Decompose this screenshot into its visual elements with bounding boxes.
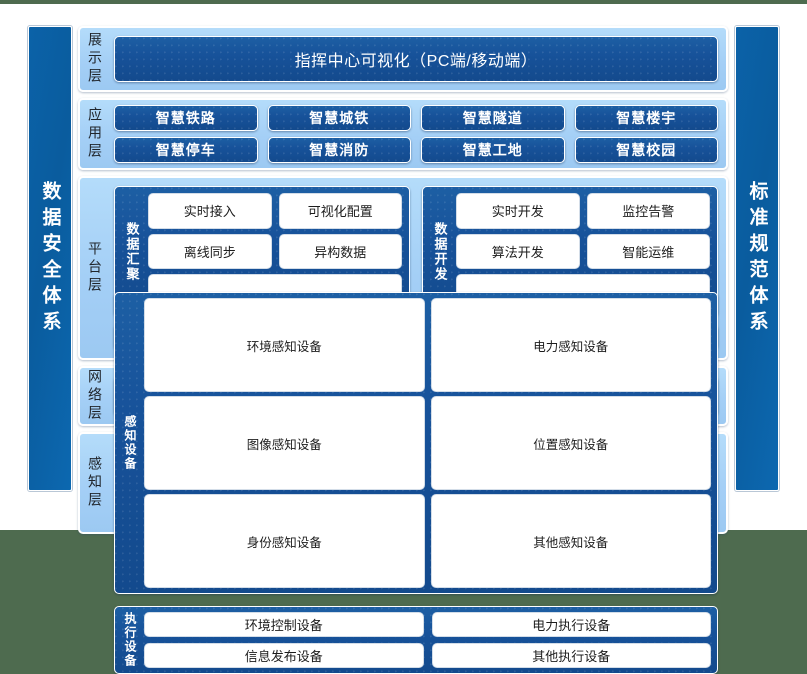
app-box-smart-metro[interactable]: 智慧城铁 <box>267 105 411 131</box>
platform-item-heterogeneous[interactable]: 异构数据 <box>278 233 402 270</box>
sensing-group-actuators-title: 执行设备 <box>123 612 137 668</box>
layer-platform-label-wrap: 平台层 <box>80 178 110 358</box>
sensing-sensors-grid: 环境感知设备 电力感知设备 图像感知设备 位置感知设备 身份感知设备 其他感知设… <box>144 298 711 588</box>
pillar-right-label: 标准规范体系 <box>746 180 768 337</box>
platform-group-aggregation-title-wrap: 数据汇聚 <box>122 193 142 310</box>
platform-group-aggregation-title: 数据汇聚 <box>124 221 140 282</box>
pillar-left-label: 数据安全体系 <box>39 180 61 337</box>
layer-sensing-label: 感知层 <box>87 456 103 510</box>
layer-application-body: 智慧铁路 智慧城铁 智慧隧道 智慧楼宇 智慧停车 智慧消防 智慧工地 智慧校园 <box>110 100 726 168</box>
pillar-standard-spec: 标准规范体系 <box>735 26 779 491</box>
platform-item-algorithm-dev[interactable]: 算法开发 <box>456 233 580 270</box>
diagram-canvas: 数据安全体系 标准规范体系 展示层 指挥中心可视化（PC端/移动端） 应用层 <box>0 4 807 674</box>
platform-item-monitor-alarm[interactable]: 监控告警 <box>586 193 710 229</box>
platform-group-development-title: 数据开发 <box>432 221 448 282</box>
layer-sensing-label-wrap: 感知层 <box>80 434 110 532</box>
layer-stack: 展示层 指挥中心可视化（PC端/移动端） 应用层 智慧铁路 智慧城铁 智慧隧道 … <box>78 26 728 674</box>
platform-item-offline-sync[interactable]: 离线同步 <box>148 233 272 270</box>
actuator-box-power[interactable]: 电力执行设备 <box>431 612 711 637</box>
layer-application-label: 应用层 <box>87 107 103 161</box>
layer-application-label-wrap: 应用层 <box>80 100 110 168</box>
sensing-group-sensors-title-wrap: 感知设备 <box>121 298 139 588</box>
sensor-box-location[interactable]: 位置感知设备 <box>430 396 711 490</box>
layer-sensing-body: 感知设备 环境感知设备 电力感知设备 图像感知设备 位置感知设备 身份感知设备 … <box>110 292 726 674</box>
layer-display-body: 指挥中心可视化（PC端/移动端） <box>110 28 726 90</box>
platform-group-development-title-wrap: 数据开发 <box>430 193 450 310</box>
actuator-box-info-publish[interactable]: 信息发布设备 <box>144 643 424 668</box>
sensing-group-sensors-title: 感知设备 <box>123 415 137 471</box>
app-box-smart-parking[interactable]: 智慧停车 <box>114 137 258 163</box>
layer-sensing: 感知层 感知设备 环境感知设备 电力感知设备 图像感知设备 位置感知设备 <box>78 292 728 674</box>
diagram-card: 数据安全体系 标准规范体系 展示层 指挥中心可视化（PC端/移动端） 应用层 <box>0 4 807 674</box>
sensing-group-actuators: 执行设备 环境控制设备 电力执行设备 信息发布设备 其他执行设备 <box>114 606 718 674</box>
platform-item-smart-ops[interactable]: 智能运维 <box>586 233 710 270</box>
app-box-smart-campus[interactable]: 智慧校园 <box>574 137 718 163</box>
sensing-group-actuators-title-wrap: 执行设备 <box>121 612 139 668</box>
platform-item-realtime-dev[interactable]: 实时开发 <box>456 193 580 229</box>
sensor-box-power[interactable]: 电力感知设备 <box>430 298 711 392</box>
sensing-group-sensors: 感知设备 环境感知设备 电力感知设备 图像感知设备 位置感知设备 身份感知设备 … <box>114 292 718 594</box>
app-box-smart-tunnel[interactable]: 智慧隧道 <box>421 105 565 131</box>
sensing-actuators-grid: 环境控制设备 电力执行设备 信息发布设备 其他执行设备 <box>144 612 711 668</box>
pillar-data-security: 数据安全体系 <box>28 26 72 491</box>
layer-network-label: 网络层 <box>87 369 103 423</box>
application-grid: 智慧铁路 智慧城铁 智慧隧道 智慧楼宇 智慧停车 智慧消防 智慧工地 智慧校园 <box>114 105 718 163</box>
sensor-box-other[interactable]: 其他感知设备 <box>430 494 711 588</box>
actuator-box-other[interactable]: 其他执行设备 <box>431 643 711 668</box>
display-command-center-box[interactable]: 指挥中心可视化（PC端/移动端） <box>114 36 718 82</box>
layer-display: 展示层 指挥中心可视化（PC端/移动端） <box>78 26 728 92</box>
actuator-box-environment-control[interactable]: 环境控制设备 <box>144 612 424 637</box>
app-box-smart-fire[interactable]: 智慧消防 <box>267 137 411 163</box>
sensor-box-environment[interactable]: 环境感知设备 <box>144 298 425 392</box>
sensor-box-identity[interactable]: 身份感知设备 <box>144 494 425 588</box>
layer-display-label: 展示层 <box>87 32 103 86</box>
layer-network-label-wrap: 网络层 <box>80 368 110 424</box>
app-box-smart-site[interactable]: 智慧工地 <box>421 137 565 163</box>
platform-item-visual-config[interactable]: 可视化配置 <box>278 193 402 229</box>
sensor-box-image[interactable]: 图像感知设备 <box>144 396 425 490</box>
app-box-smart-railway[interactable]: 智慧铁路 <box>114 105 258 131</box>
layer-display-label-wrap: 展示层 <box>80 28 110 90</box>
platform-item-realtime-ingest[interactable]: 实时接入 <box>148 193 272 229</box>
app-box-smart-building[interactable]: 智慧楼宇 <box>574 105 718 131</box>
layer-platform-label: 平台层 <box>87 241 103 295</box>
layer-application: 应用层 智慧铁路 智慧城铁 智慧隧道 智慧楼宇 智慧停车 智慧消防 智慧工地 智… <box>78 98 728 170</box>
